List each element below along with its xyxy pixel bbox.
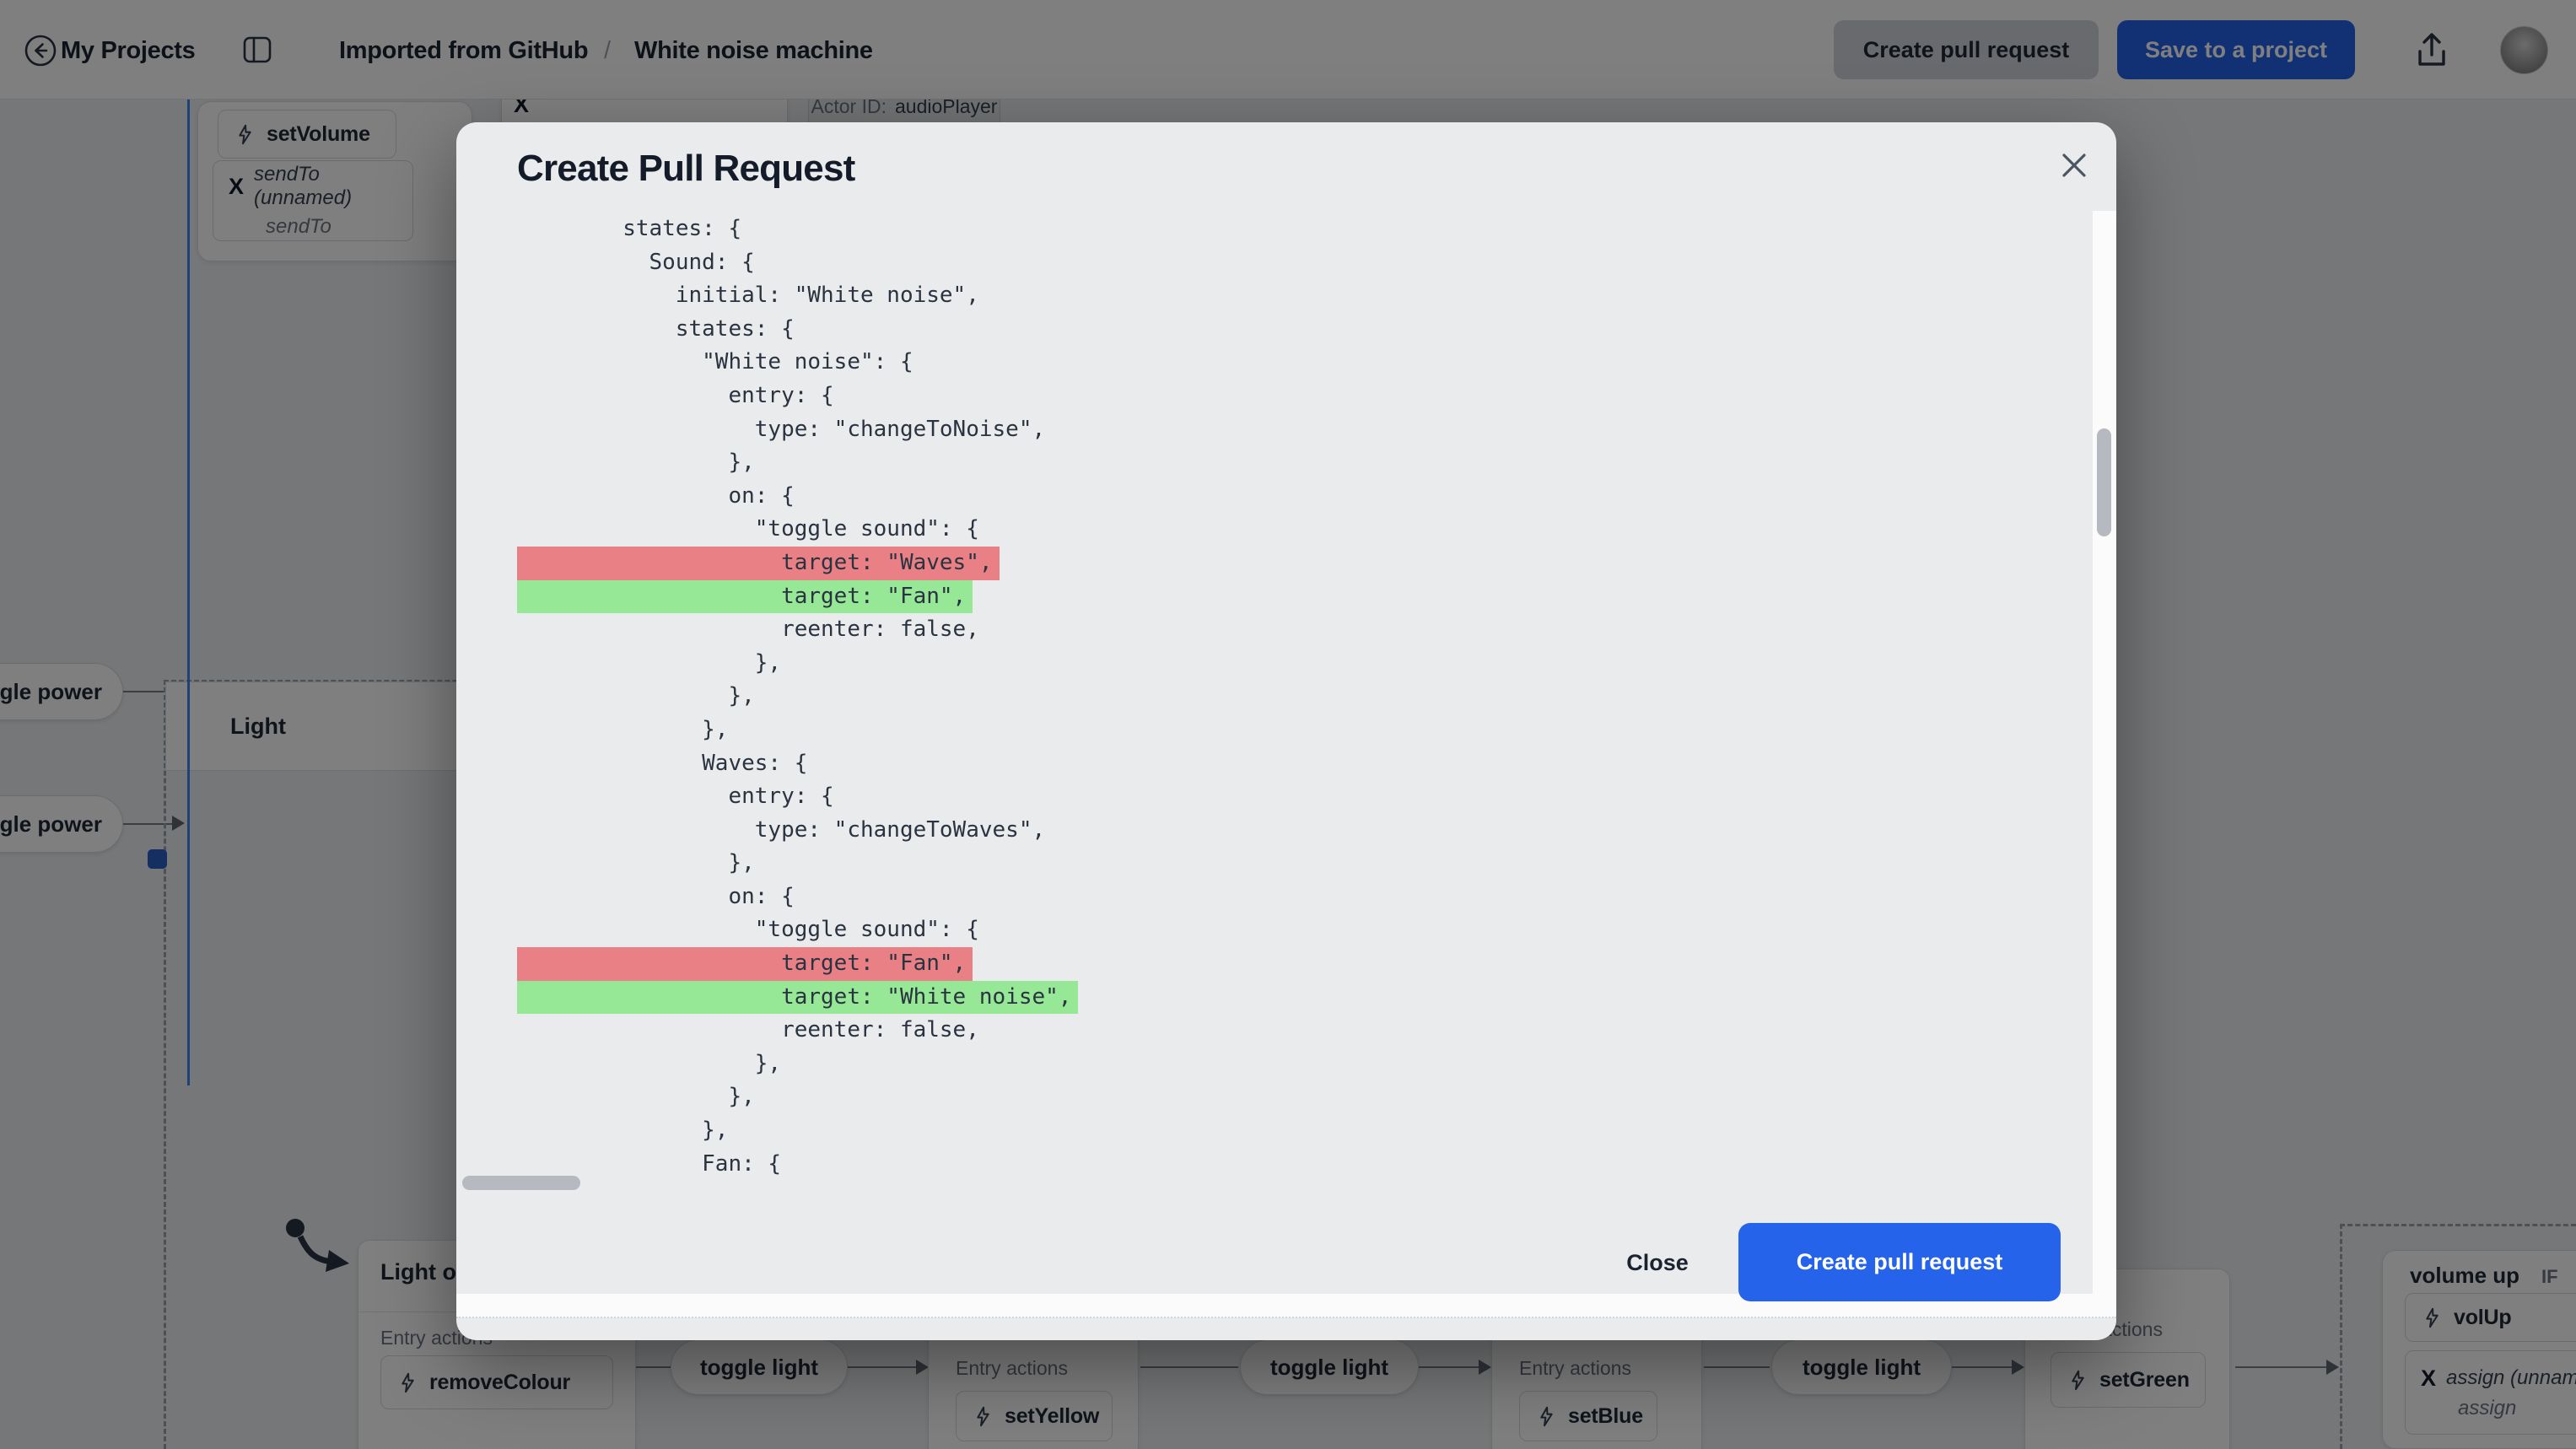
code-line: entry: { [517, 784, 834, 810]
code-line: }, [517, 649, 782, 676]
code-line-removed: target: "Waves", [517, 546, 1000, 580]
code-line: entry: { [517, 382, 834, 408]
vertical-scrollbar[interactable] [2097, 428, 2111, 536]
code-line-added: target: "Fan", [517, 579, 973, 614]
close-button[interactable]: Close [1626, 1249, 1689, 1275]
code-line-removed: target: "Fan", [517, 947, 973, 981]
code-line: }, [517, 1050, 782, 1076]
code-line: on: { [517, 482, 795, 509]
dialog-title: Create Pull Request [517, 148, 855, 189]
close-icon[interactable] [2056, 147, 2093, 184]
code-line: Sound: { [517, 249, 755, 275]
code-line: initial: "White noise", [517, 283, 979, 309]
code-diff-surface: states: { Sound: { initial: "White noise… [456, 211, 2093, 1294]
code-line: }, [517, 450, 755, 476]
code-diff-viewport[interactable]: states: { Sound: { initial: "White noise… [456, 211, 2116, 1317]
code-line: "toggle sound": { [517, 516, 979, 542]
code-line: type: "changeToWaves", [517, 816, 1046, 843]
horizontal-scrollbar[interactable] [462, 1176, 580, 1190]
footer-divider [456, 1317, 2116, 1318]
create-pull-request-submit-button[interactable]: Create pull request [1738, 1223, 2061, 1301]
code-line: reenter: false, [517, 1017, 979, 1043]
code-line: states: { [517, 216, 742, 241]
code-line: type: "changeToNoise", [517, 416, 1046, 442]
code-block: states: { Sound: { initial: "White noise… [517, 213, 1079, 1181]
code-line: Fan: { [517, 1150, 782, 1177]
create-pull-request-dialog: Create Pull Request states: { Sound: { i… [456, 122, 2116, 1340]
code-line: states: { [517, 315, 795, 342]
code-line: }, [517, 850, 755, 876]
code-line: }, [517, 683, 755, 709]
code-line: }, [517, 716, 729, 742]
code-line: on: { [517, 883, 795, 909]
code-line: reenter: false, [517, 617, 979, 643]
code-line: }, [517, 1084, 755, 1110]
code-line: Waves: { [517, 750, 808, 776]
code-line: "toggle sound": { [517, 917, 979, 943]
code-line-added: target: "White noise", [517, 980, 1079, 1015]
code-line: }, [517, 1118, 729, 1144]
code-line: "White noise": { [517, 349, 913, 375]
